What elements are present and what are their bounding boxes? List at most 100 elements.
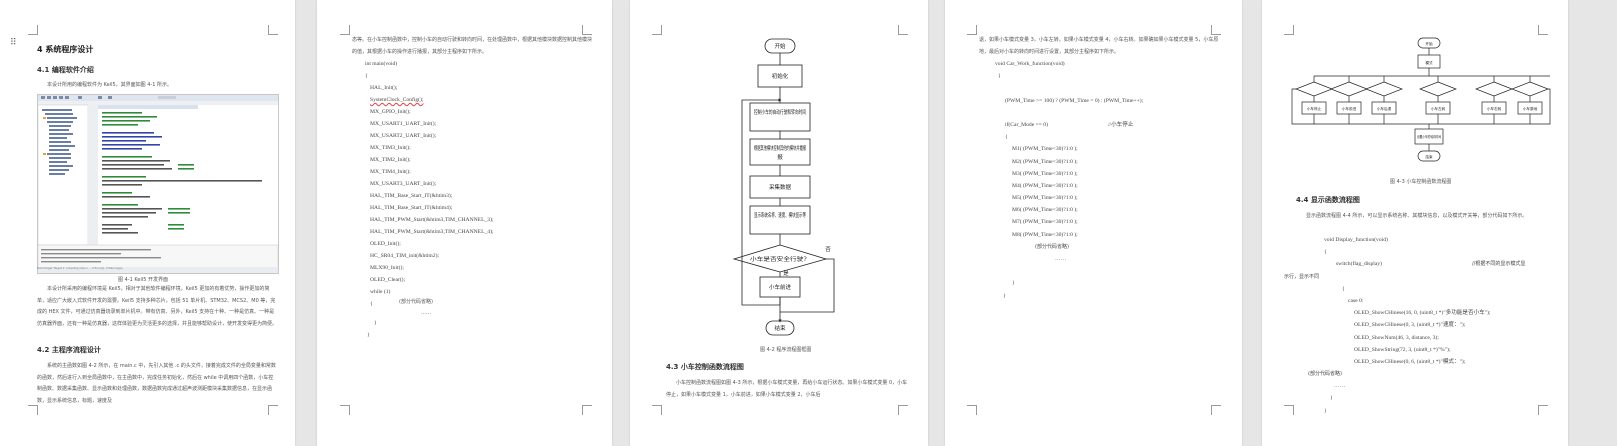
code-line: case 0:: [1348, 297, 1364, 304]
code-brace: }: [367, 332, 370, 338]
code-brace: }: [374, 320, 377, 326]
flow-mode-label: 模式: [1425, 60, 1433, 65]
section-heading: 4.1 编程软件介绍: [37, 66, 94, 74]
flow-judge-label: 采集数据: [769, 183, 792, 191]
code-line: void Display_function(void): [1324, 237, 1388, 243]
corner-mark: [1284, 405, 1294, 415]
corner-mark: [340, 25, 350, 35]
corner-mark: [1211, 405, 1221, 415]
corner-mark: [967, 25, 977, 35]
code-comment: //小车停止: [1107, 121, 1134, 128]
paragraph: 小车控制函数流程图如图 4-3 所示，根据小车模式变量，再给小车运行状态。如果小…: [666, 380, 908, 398]
paragraph: 显示函数流程图 4-4 所示，可以显示系统名称、其模块信息，以及模式开关等，部分…: [1306, 213, 1528, 219]
paragraph: 系统的主函数如图 4-2 所示，在 main.c 中，先引入其他 .c 的头文件…: [37, 363, 276, 404]
document-page-4: 退，如果小车模式变量 3，小车左转。如果小车模式变量 4，小车右转。如果确如果小…: [945, 0, 1242, 446]
flow-ctrl-node: [749, 102, 811, 132]
code-line: SystemClock_Config();: [370, 97, 424, 103]
code-line: HAL_TIM_Base_Start_IT(&htim4);: [370, 205, 453, 211]
document-page-2: 态等。在小车控制函数中，控制小车的自动行驶和转向时间，在处理函数中，根据其他模块…: [317, 0, 612, 446]
flow-finish-label: 结束: [1425, 154, 1433, 159]
flow-display-label: 显示系统名称、速度、模块显示等: [754, 211, 806, 219]
chapter-heading: 4 系统程序设计: [37, 45, 94, 54]
code-line: MX_TIM3_Init();: [370, 145, 411, 151]
code-line: MX_USART1_UART_Init();: [370, 121, 437, 127]
corner-mark: [898, 405, 908, 415]
code-comment: //根据不同的显示模式显: [1471, 261, 1526, 268]
code-line: OLED_ShowCHinese(0, 3, (uint8_t *)"速度：")…: [1354, 322, 1466, 329]
flow-branch-label: 小车右转: [1487, 106, 1502, 111]
corner-mark: [1211, 25, 1221, 35]
keil-status-bar: Build target 'Target 1' compiling main.c…: [37, 267, 124, 270]
code-line: HAL_TIM_PWM_Start(&htim3,TIM_CHANNEL_3);: [370, 217, 494, 223]
flow-branch-label: 小车后退: [1377, 106, 1392, 111]
code-line: M4( (PWM_Time<30)?1:0 );: [1012, 182, 1078, 189]
flow-start-label: 开始: [1425, 41, 1433, 46]
flow-collect-node: [749, 138, 811, 166]
corner-mark: [898, 25, 908, 35]
section-heading: 4.3 小车控制函数流程图: [666, 363, 744, 371]
flow-decision-label: 小车是否安全行驶？: [750, 255, 810, 263]
paragraph: 本设计所用的编程软件为 Keil5，其界面如图 4-1 所示。: [47, 82, 173, 88]
code-brace: }: [1324, 407, 1327, 414]
code-ellipsis: ……: [421, 310, 431, 316]
section-heading: 4.2 主程序流程设计: [37, 346, 101, 354]
flow-yes-label: 是: [783, 270, 789, 277]
code-line: MX_TIM4_Init();: [370, 169, 411, 175]
paragraph: 本设计所采用的编程环境是 Keil5，相对于其他软件编程环境，Keil5 更加的…: [37, 286, 278, 327]
document-page-5: 开始 模式 小车停止 小车前进 小车后退 小车左转 小车右转 小车原地 设置小车…: [1262, 0, 1568, 446]
flow-branch-label: 小车前进: [1342, 106, 1357, 111]
figure-caption: 图 4-2 程序流程图框图: [760, 347, 812, 353]
corner-mark: [1538, 405, 1548, 415]
code-line: {: [1342, 285, 1345, 292]
code-line: {: [1005, 134, 1008, 141]
flow-finish-node: [1417, 150, 1441, 162]
code-line: {: [1324, 249, 1327, 256]
code-block: int main(void) { HAL_Init(); SystemClock…: [365, 58, 494, 310]
code-line: M5( (PWM_Time<30)?1:0 );: [1012, 195, 1078, 202]
code-line: M2( (PWM_Time<30)?1:0 );: [1012, 158, 1078, 165]
corner-mark: [652, 405, 662, 415]
flow-end-label: 结束: [774, 324, 786, 332]
code-ellipsis: ……: [1334, 383, 1346, 390]
code-line: MX_TIM2_Init();: [370, 157, 411, 163]
main-flowchart: 开始 初始化 控制小车的自动行驶和转向时间 根据其他模块控制其他的模块并播报 报…: [732, 38, 835, 336]
flow-end-box-label: 设置小车的转向时间: [1417, 134, 1441, 139]
code-line: {: [998, 73, 1001, 80]
flow-init-label: 初始化: [772, 72, 789, 80]
figure-caption: 图 4-1 Keil5 开发界面: [118, 277, 169, 283]
corner-mark: [967, 405, 977, 415]
code-line: [995, 82, 1143, 94]
code-line: HAL_TIM_Base_Start_IT(&htim3);: [370, 193, 453, 199]
car-control-flowchart: 开始 模式 小车停止 小车前进 小车后退 小车左转 小车右转 小车原地 设置小车…: [1291, 37, 1551, 162]
code-line: [995, 107, 1143, 119]
code-line: (PWM_Time >= 100) ? (PWM_Time = 0) : (PW…: [1005, 97, 1144, 104]
code-line: OLED_Clear();: [370, 277, 406, 283]
corner-mark: [268, 405, 278, 415]
code-line: HC_SR04_TIM_init(&htim2);: [370, 253, 439, 259]
code-line: M6( (PWM_Time<30)?1:0 );: [1012, 207, 1078, 214]
code-line: M1( (PWM_Time<30)?1:0 );: [1012, 146, 1078, 153]
corner-mark: [652, 25, 662, 35]
drag-handle-icon[interactable]: ⠿: [10, 38, 17, 48]
flow-move-label: 小车前进: [769, 283, 792, 291]
code-line: M8( (PWM_Time<30)?1:0 );: [1012, 231, 1078, 238]
code-line: void Car_Work_function(void): [995, 61, 1065, 67]
corner-mark: [582, 25, 592, 35]
corner-mark: [1538, 25, 1548, 35]
code-line: MX_GPIO_Init();: [370, 109, 411, 115]
document-page-3: 开始 初始化 控制小车的自动行驶和转向时间 根据其他模块控制其他的模块并播报 报…: [630, 0, 928, 446]
flow-collect-label: 根据其他模块控制其他的模块并播报: [754, 144, 806, 152]
code-omitted-note: (部分代码省略): [1308, 371, 1342, 378]
paragraph: 态等。在小车控制函数中，控制小车的自动行驶和转向时间，在处理函数中，根据其他模块…: [352, 37, 593, 55]
paragraph: 退，如果小车模式变量 3，小车左转。如果小车模式变量 4，小车右转。如果确如果小…: [979, 37, 1219, 55]
corner-mark: [582, 405, 592, 415]
code-line: {: [365, 73, 368, 79]
code-line: OLED_ShowCHinese(0, 6, (uint8_t *)"模式：")…: [1354, 358, 1466, 365]
flow-display-node: [749, 205, 811, 235]
keil-ide-image: [38, 95, 278, 273]
code-line: {: [370, 301, 373, 307]
code-line: int main(void): [365, 61, 398, 67]
flow-start-label: 开始: [774, 42, 786, 50]
flow-branch-label: 小车原地: [1523, 106, 1538, 111]
flow-collect-label-b: 报: [777, 153, 783, 161]
